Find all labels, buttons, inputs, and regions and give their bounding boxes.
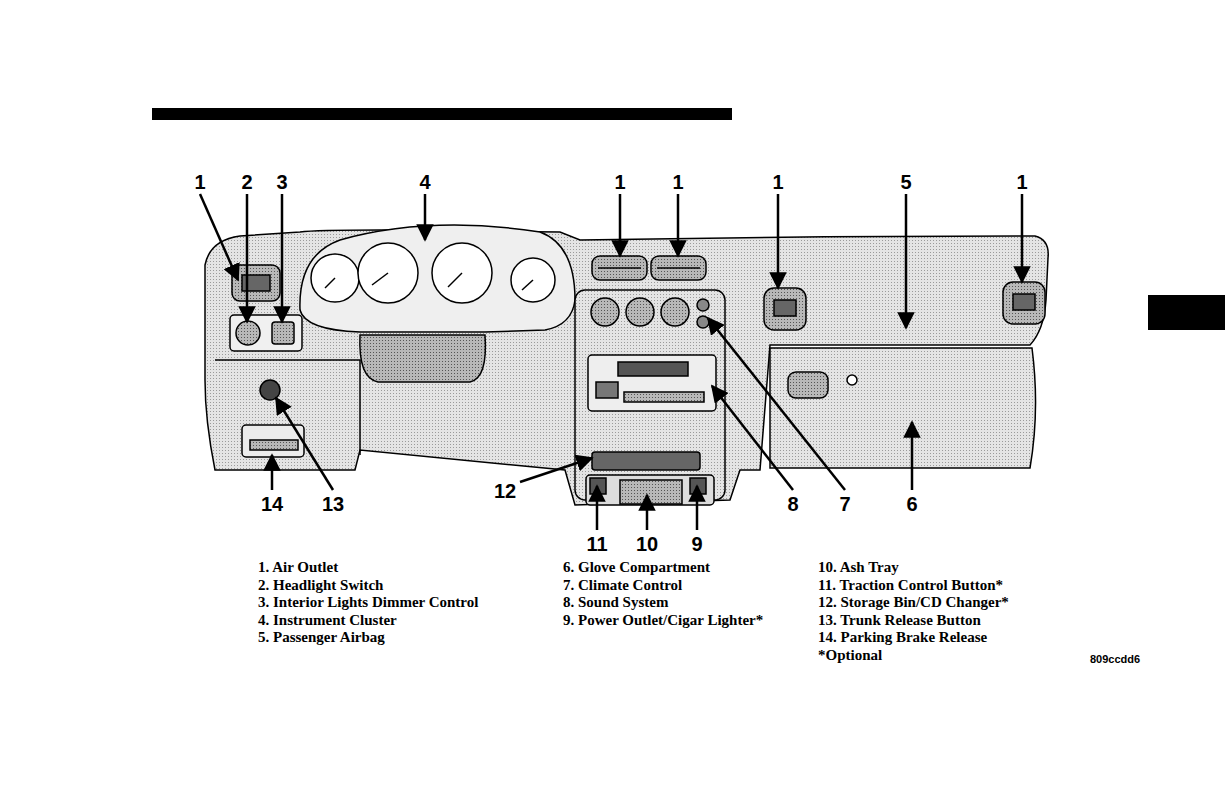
header-bar (152, 108, 732, 120)
part-legend-item: 10. Ash Tray (818, 559, 899, 577)
callout-number: 4 (419, 172, 430, 192)
dashboard-body (205, 225, 1048, 505)
part-legend-item: 2. Headlight Switch (258, 577, 383, 595)
callout-number: 8 (787, 494, 798, 514)
part-legend-item: 1. Air Outlet (258, 559, 338, 577)
part-legend-item: 14. Parking Brake Release (818, 629, 987, 647)
part-legend-item: 11. Traction Control Button* (818, 577, 1003, 595)
part-legend-item: 4. Instrument Cluster (258, 612, 397, 630)
part-legend-item: 8. Sound System (563, 594, 668, 612)
callout-number: 1 (614, 172, 625, 192)
callout-number: 12 (494, 481, 516, 501)
part-legend-item: 12. Storage Bin/CD Changer* (818, 594, 1009, 612)
part-legend-item: 6. Glove Compartment (563, 559, 710, 577)
callout-number: 1 (672, 172, 683, 192)
part-legend-item: 7. Climate Control (563, 577, 682, 595)
part-legend-item: 13. Trunk Release Button (818, 612, 981, 630)
figure-code: 809ccdd6 (1090, 653, 1140, 666)
callout-number: 11 (586, 534, 607, 554)
callout-number: 3 (276, 172, 287, 192)
callout-number: 1 (772, 172, 783, 192)
callout-number: 1 (194, 172, 205, 192)
callout-number: 14 (261, 494, 283, 514)
footnote: *Optional (818, 647, 882, 665)
callout-number: 13 (322, 494, 344, 514)
callout-number: 7 (839, 494, 850, 514)
callout-number: 2 (241, 172, 252, 192)
callout-number: 10 (636, 534, 658, 554)
part-legend-item: 9. Power Outlet/Cigar Lighter* (563, 612, 788, 630)
callout-number: 6 (906, 494, 917, 514)
callout-number: 1 (1016, 172, 1027, 192)
section-tab (1148, 295, 1225, 330)
leader-lines (200, 194, 1022, 530)
callout-number: 5 (900, 172, 911, 192)
part-legend-item: 3. Interior Lights Dimmer Control (258, 594, 478, 612)
part-legend-item: 5. Passenger Airbag (258, 629, 385, 647)
callout-number: 9 (691, 534, 702, 554)
